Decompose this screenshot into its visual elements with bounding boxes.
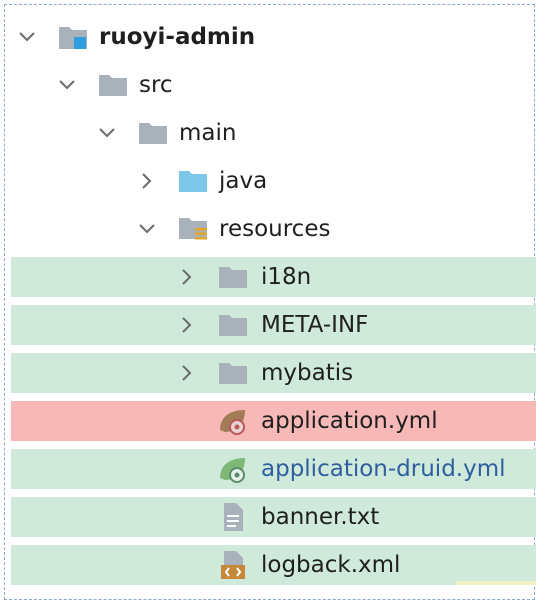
- tree-item-label: resources: [219, 216, 331, 242]
- folder-icon: [215, 305, 251, 345]
- module-folder-icon: [55, 17, 91, 57]
- folder-icon: [215, 257, 251, 297]
- chevron-down-icon[interactable]: [95, 113, 119, 153]
- tree-item-java[interactable]: java: [11, 161, 536, 201]
- tree-item-label: i18n: [261, 264, 312, 290]
- chevron-right-icon[interactable]: [175, 257, 199, 297]
- tree-item-label: banner.txt: [261, 504, 380, 530]
- chevron-down-icon[interactable]: [55, 65, 79, 105]
- tree-item-application-druid-yml[interactable]: application-druid.yml: [11, 449, 536, 489]
- chevron-down-icon[interactable]: [15, 17, 39, 57]
- tree-item-main[interactable]: main: [11, 113, 536, 153]
- tree-item-ruoyi-admin[interactable]: ruoyi-admin: [11, 17, 536, 57]
- tree-item-meta-inf[interactable]: META-INF: [11, 305, 536, 345]
- chevron-right-icon[interactable]: [135, 161, 159, 201]
- tree-item-label: src: [139, 72, 173, 98]
- tree-item-banner-txt[interactable]: banner.txt: [11, 497, 536, 537]
- folder-icon: [135, 113, 171, 153]
- tree-item-i18n[interactable]: i18n: [11, 257, 536, 297]
- tree-item-label: META-INF: [261, 312, 369, 338]
- xml-file-icon: [215, 545, 251, 585]
- source-folder-icon: [175, 161, 211, 201]
- tree-item-label: mybatis: [261, 360, 354, 386]
- tree-item-label: java: [219, 168, 268, 194]
- chevron-right-icon[interactable]: [175, 353, 199, 393]
- tree-item-label: main: [179, 120, 237, 146]
- resources-folder-icon: [175, 209, 211, 249]
- tree-item-logback-xml[interactable]: logback.xml: [11, 545, 536, 585]
- tree-item-resources[interactable]: resources: [11, 209, 536, 249]
- spring-yml-icon: [215, 449, 251, 489]
- tree-item-label: ruoyi-admin: [99, 24, 256, 50]
- chevron-right-icon[interactable]: [175, 305, 199, 345]
- tree-item-src[interactable]: src: [11, 65, 536, 105]
- tree-item-application-yml[interactable]: application.yml: [11, 401, 536, 441]
- tree-item-label: application.yml: [261, 408, 438, 434]
- tree-item-label: application-druid.yml: [261, 456, 506, 482]
- tree-item-label: logback.xml: [261, 552, 401, 578]
- folder-icon: [95, 65, 131, 105]
- text-file-icon: [215, 497, 251, 537]
- tree-item-mybatis[interactable]: mybatis: [11, 353, 536, 393]
- project-tree-panel: ruoyi-admin src main java: [4, 4, 536, 600]
- spring-yml-icon: [215, 401, 251, 441]
- folder-icon: [215, 353, 251, 393]
- chevron-down-icon[interactable]: [135, 209, 159, 249]
